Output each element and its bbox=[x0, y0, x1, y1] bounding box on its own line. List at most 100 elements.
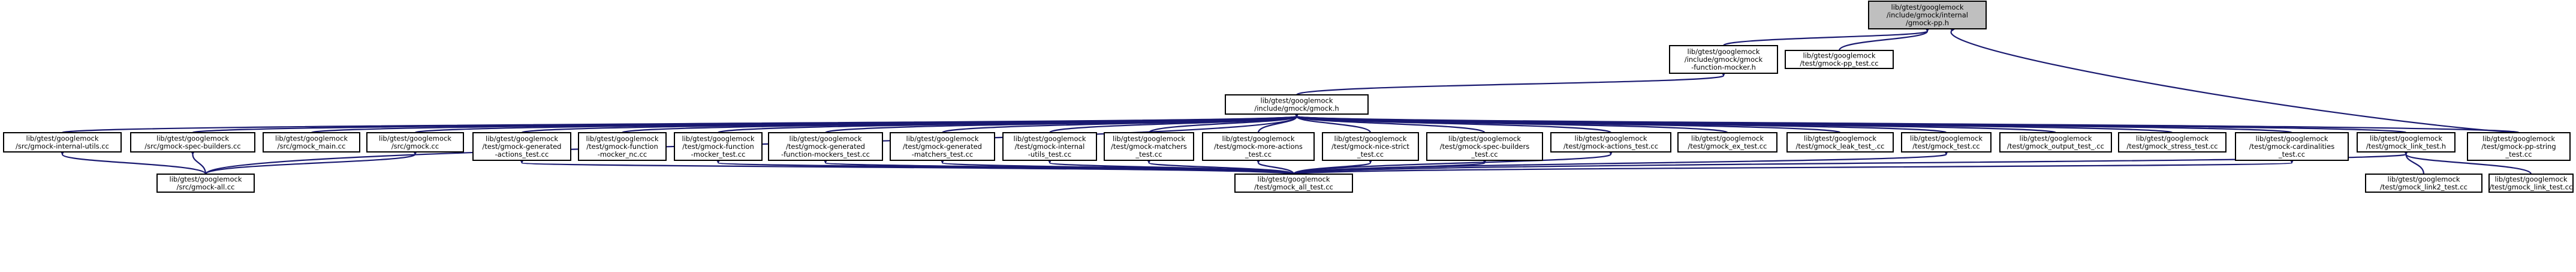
node-pp-string[interactable]: lib/gtest/googlemock/test/gmock-pp-strin… bbox=[2467, 132, 2571, 161]
node-label-line: lib/gtest/googlemock bbox=[1222, 134, 1295, 143]
node-label-line: -actions_test.cc bbox=[495, 150, 549, 159]
node-box bbox=[1999, 132, 2112, 153]
edge-link_test_cc-to-link_test_h bbox=[2406, 154, 2532, 175]
node-function-mocker[interactable]: lib/gtest/googlemock/include/gmock/gmock… bbox=[1669, 45, 1778, 74]
node-label-line: /src/gmock-spec-builders.cc bbox=[144, 142, 240, 151]
node-box bbox=[2235, 132, 2349, 161]
node-matchers-test[interactable]: lib/gtest/googlemock/test/gmock-matchers… bbox=[1104, 132, 1194, 161]
node-box bbox=[2488, 174, 2574, 193]
node-fn-mocker-nc[interactable]: lib/gtest/googlemock/test/gmock-function… bbox=[578, 132, 667, 161]
node-gmock-h[interactable]: lib/gtest/googlemock/include/gmock/gmock… bbox=[1225, 94, 1369, 115]
node-leak-test[interactable]: lib/gtest/googlemock/test/gmock_leak_tes… bbox=[1786, 132, 1894, 153]
edge-gmock_all_test-to-actions_test bbox=[1292, 154, 1611, 175]
node-box bbox=[890, 132, 995, 161]
node-box bbox=[1669, 45, 1778, 74]
node-box bbox=[1550, 132, 1671, 153]
node-label-line: /test/gmock-function bbox=[586, 142, 658, 151]
node-box bbox=[472, 132, 571, 161]
edge-nice_strict-to-gmock_h bbox=[1297, 116, 1372, 133]
file-nodes: lib/gtest/googlemock/include/gmock/inter… bbox=[3, 1, 2574, 193]
edge-pp_string-to-root bbox=[1950, 31, 2519, 134]
edge-gmock_all_test-to-cardinalities bbox=[1292, 163, 2292, 175]
node-label-line: /test/gmock-generated bbox=[483, 142, 562, 151]
node-box bbox=[768, 132, 883, 161]
node-box bbox=[130, 132, 255, 153]
node-label-line: lib/gtest/googlemock bbox=[1891, 3, 1964, 11]
node-label-line: lib/gtest/googlemock bbox=[1334, 134, 1407, 143]
node-label-line: lib/gtest/googlemock bbox=[1691, 134, 1764, 143]
node-gmock-test[interactable]: lib/gtest/googlemock/test/gmock_test.cc bbox=[1901, 132, 1991, 153]
node-label-line: -mocker_test.cc bbox=[691, 150, 746, 159]
node-box bbox=[3, 132, 122, 153]
node-box bbox=[1677, 132, 1777, 153]
node-link2-test[interactable]: lib/gtest/googlemock/test/gmock_link2_te… bbox=[2365, 174, 2482, 193]
node-label-line: /test/gmock_link_test.h bbox=[2366, 142, 2446, 151]
node-gmock-all-cc[interactable]: lib/gtest/googlemock/src/gmock-all.cc bbox=[156, 174, 255, 193]
node-label-line: -utils_test.cc bbox=[1028, 150, 1071, 159]
node-actions-test[interactable]: lib/gtest/googlemock/test/gmock-actions_… bbox=[1550, 132, 1671, 153]
edge-gmock_pp_test-to-root bbox=[1838, 31, 1927, 51]
node-output-test[interactable]: lib/gtest/googlemock/test/gmock_output_t… bbox=[1999, 132, 2112, 153]
node-label-line: lib/gtest/googlemock bbox=[1804, 134, 1876, 143]
node-box bbox=[2357, 132, 2456, 153]
node-label-line: -mocker_nc.cc bbox=[598, 150, 647, 159]
node-label-line: /gmock-pp.h bbox=[1906, 19, 1949, 27]
node-label-line: /src/gmock_main.cc bbox=[278, 142, 346, 151]
node-gmock-all-test[interactable]: lib/gtest/googlemock/test/gmock_all_test… bbox=[1234, 174, 1353, 193]
node-stress-test[interactable]: lib/gtest/googlemock/test/gmock_stress_t… bbox=[2118, 132, 2226, 153]
node-label-line: lib/gtest/googlemock bbox=[790, 134, 862, 143]
node-label-line: /test/gmock-generated bbox=[786, 142, 865, 151]
node-gmock-cc[interactable]: lib/gtest/googlemock/src/gmock.cc bbox=[366, 132, 464, 153]
node-box bbox=[674, 132, 763, 161]
node-label-line: /test/gmock-more-actions bbox=[1214, 142, 1303, 151]
edge-pp_string-to-gmock_h bbox=[1297, 116, 2520, 134]
edge-function_mocker-to-root bbox=[1722, 31, 1927, 47]
node-gmock-main[interactable]: lib/gtest/googlemock/src/gmock_main.cc bbox=[263, 132, 360, 153]
node-label-line: /test/gmock_link2_test.cc bbox=[2380, 183, 2467, 192]
node-more-actions[interactable]: lib/gtest/googlemock/test/gmock-more-act… bbox=[1202, 132, 1315, 161]
node-box bbox=[1868, 1, 1987, 29]
node-label-line: /test/gmock_output_test_.cc bbox=[2007, 142, 2104, 151]
node-cardinalities[interactable]: lib/gtest/googlemock/test/gmock-cardinal… bbox=[2235, 132, 2349, 161]
edge-link2_test-to-link_test_h bbox=[2406, 154, 2425, 175]
node-label-line: /test/gmock-generated bbox=[903, 142, 982, 151]
node-internal-utils[interactable]: lib/gtest/googlemock/src/gmock-internal-… bbox=[3, 132, 122, 153]
edge-gmock_all_test-to-more_actions bbox=[1258, 163, 1295, 175]
node-label-line: /test/gmock-function bbox=[682, 142, 754, 151]
node-gen-matchers[interactable]: lib/gtest/googlemock/test/gmock-generate… bbox=[890, 132, 995, 161]
node-internal-utils-test[interactable]: lib/gtest/googlemock/test/gmock-internal… bbox=[1002, 132, 1097, 161]
node-label-line: lib/gtest/googlemock bbox=[2495, 175, 2568, 184]
node-label-line: lib/gtest/googlemock bbox=[379, 134, 451, 143]
node-ex-test[interactable]: lib/gtest/googlemock/test/gmock_ex_test.… bbox=[1677, 132, 1777, 153]
node-spec-builders[interactable]: lib/gtest/googlemock/src/gmock-spec-buil… bbox=[130, 132, 255, 153]
node-label-line: lib/gtest/googlemock bbox=[26, 134, 99, 143]
edge-gmock_all_cc-to-spec_builders bbox=[193, 154, 207, 175]
node-label-line: lib/gtest/googlemock bbox=[1910, 134, 1983, 143]
node-label-line: /test/gmock-nice-strict bbox=[1331, 142, 1409, 151]
node-gen-actions[interactable]: lib/gtest/googlemock/test/gmock-generate… bbox=[472, 132, 571, 161]
node-label-line: lib/gtest/googlemock bbox=[2020, 134, 2092, 143]
node-box bbox=[2467, 132, 2571, 161]
node-label-line: lib/gtest/googlemock bbox=[1014, 134, 1086, 143]
node-gmock-pp-test[interactable]: lib/gtest/googlemock/test/gmock-pp_test.… bbox=[1785, 50, 1894, 69]
node-link-test-cc[interactable]: lib/gtest/googlemock/test/gmock_link_tes… bbox=[2488, 174, 2574, 193]
node-label-line: /test/gmock_all_test.cc bbox=[1254, 183, 1333, 192]
node-label-line: lib/gtest/googlemock bbox=[906, 134, 979, 143]
node-box bbox=[578, 132, 667, 161]
node-box bbox=[1322, 132, 1419, 161]
node-label-line: /src/gmock-internal-utils.cc bbox=[16, 142, 109, 151]
node-box bbox=[1234, 174, 1353, 193]
node-label-line: /test/gmock-spec-builders bbox=[1440, 142, 1529, 151]
node-box bbox=[263, 132, 360, 153]
node-gen-fn-mockers[interactable]: lib/gtest/googlemock/test/gmock-generate… bbox=[768, 132, 883, 161]
node-spec-builders-test[interactable]: lib/gtest/googlemock/test/gmock-spec-bui… bbox=[1426, 132, 1543, 161]
node-label-line: lib/gtest/googlemock bbox=[1803, 52, 1876, 60]
node-fn-mocker-test[interactable]: lib/gtest/googlemock/test/gmock-function… bbox=[674, 132, 763, 161]
node-nice-strict[interactable]: lib/gtest/googlemock/test/gmock-nice-str… bbox=[1322, 132, 1419, 161]
node-box bbox=[2118, 132, 2226, 153]
node-link-test-h[interactable]: lib/gtest/googlemock/test/gmock_link_tes… bbox=[2357, 132, 2456, 153]
node-label-line: _test.cc bbox=[1357, 150, 1384, 159]
node-label-line: /test/gmock-pp-string bbox=[2481, 142, 2556, 151]
edge-matchers_test-to-gmock_h bbox=[1148, 116, 1297, 134]
